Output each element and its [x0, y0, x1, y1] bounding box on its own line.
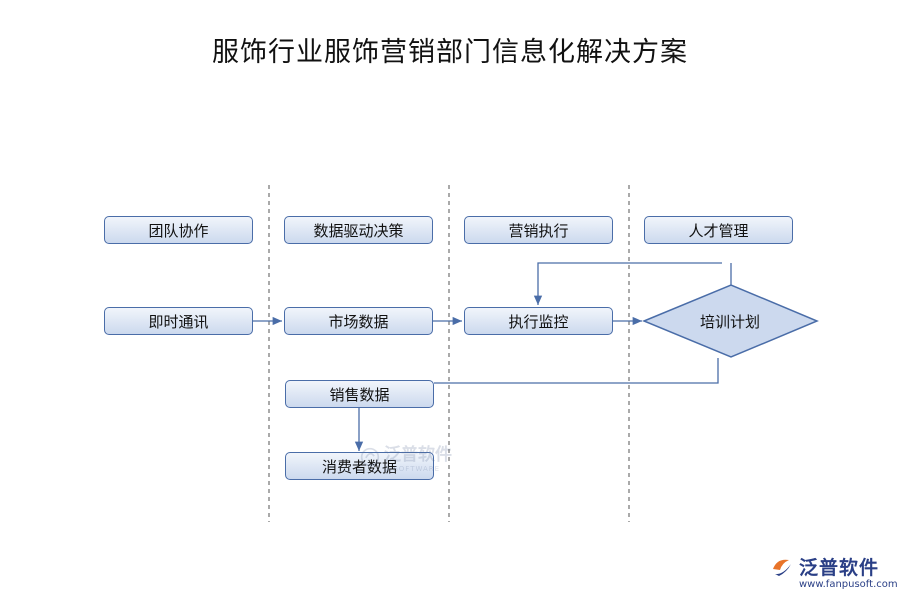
brand-logo-icon — [773, 559, 791, 576]
lane-header-data-decision: 数据驱动决策 — [284, 216, 433, 244]
lane-header-team: 团队协作 — [104, 216, 253, 244]
page-title: 服饰行业服饰营销部门信息化解决方案 — [212, 37, 688, 68]
lane-header-marketing-exec: 营销执行 — [464, 216, 613, 244]
watermark-subtext: U SOFTWARE — [384, 465, 441, 473]
lane-header-talent: 人才管理 — [644, 216, 793, 244]
node-instant-messaging: 即时通讯 — [104, 307, 253, 335]
connector-training-sales — [434, 358, 719, 384]
node-exec-monitor: 执行监控 — [464, 307, 613, 335]
node-consumer-data: 消费者数据 — [285, 452, 434, 480]
watermark-text: 泛普软件 — [384, 445, 452, 465]
brand-logo-block: 泛普软件 www.fanpusoft.com — [770, 553, 898, 590]
node-market-data: 市场数据 — [284, 307, 433, 335]
brand-name: 泛普软件 — [799, 557, 880, 579]
connector-feedback-exec — [533, 262, 722, 305]
training-plan-diamond — [642, 284, 819, 358]
watermark-logo-icon — [360, 447, 380, 466]
node-training-plan-label: 培训计划 — [699, 313, 760, 331]
node-sales-data: 销售数据 — [285, 380, 434, 408]
brand-url: www.fanpusoft.com — [799, 579, 898, 590]
watermark: 泛普软件 U SOFTWARE — [360, 440, 452, 473]
